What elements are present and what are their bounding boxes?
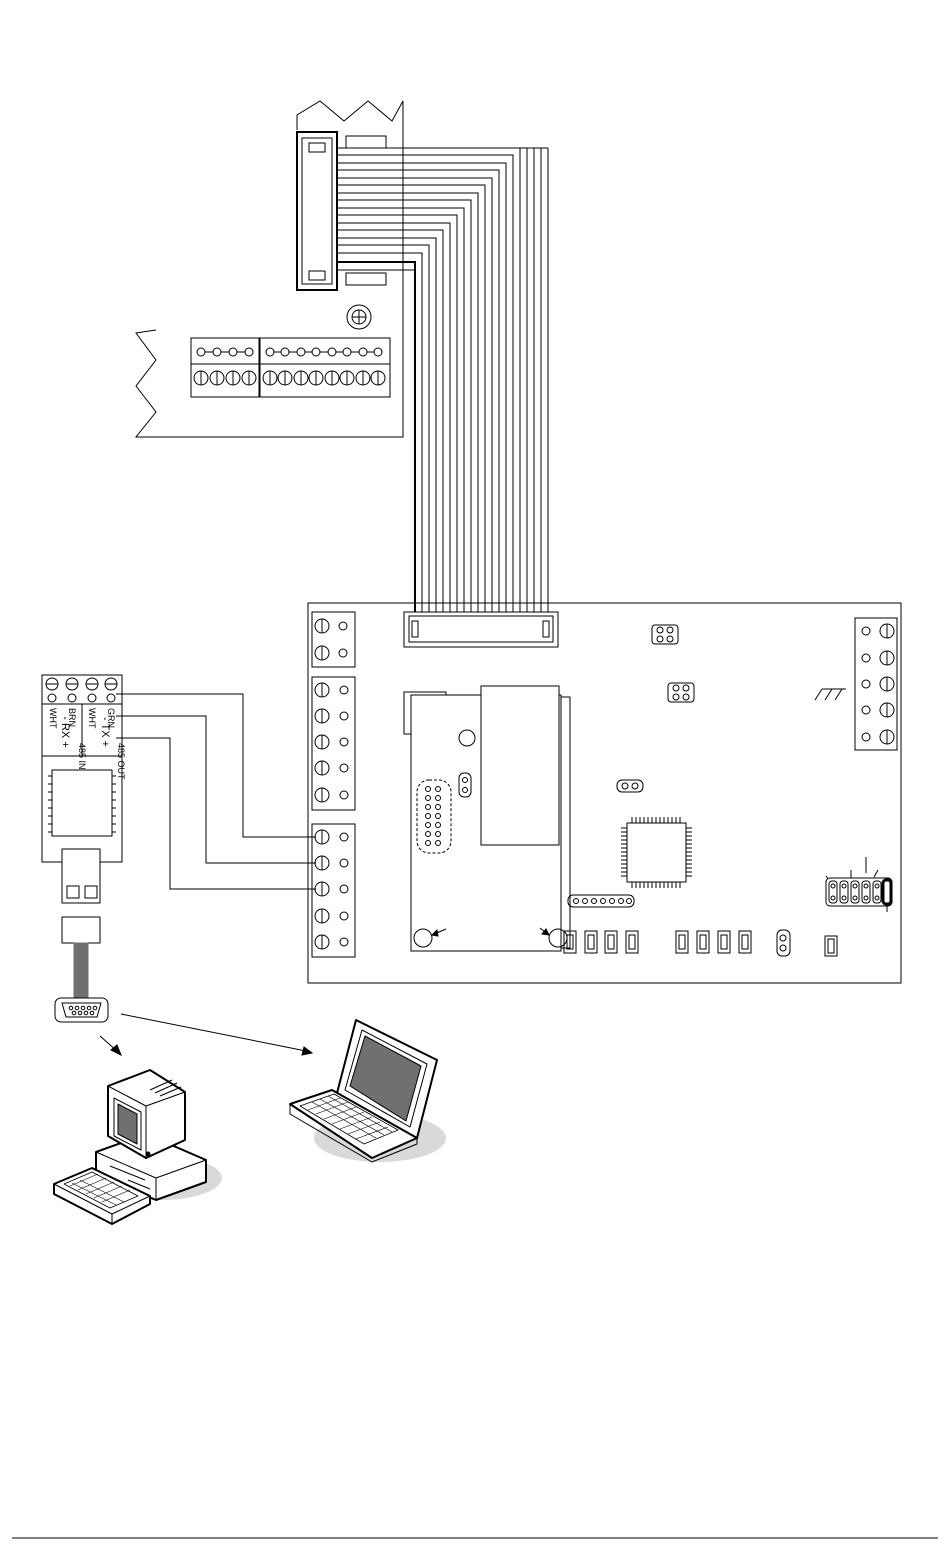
daughter-board-module — [404, 686, 570, 951]
header-connector-top — [297, 132, 386, 290]
mounting-hole-icon — [347, 305, 371, 329]
db9-serial-connector-icon — [55, 998, 108, 1022]
connection-arrows — [100, 1014, 312, 1055]
dip-pin-header — [826, 857, 892, 912]
jumper-block — [617, 625, 790, 956]
terminal-block-icon — [191, 338, 390, 397]
component-row — [564, 931, 837, 956]
ground-symbol-icon — [815, 689, 846, 700]
wire-color-label: WHT — [87, 708, 97, 729]
microcontroller-chip-icon — [621, 817, 692, 888]
port-label-in: 485 IN — [77, 743, 87, 770]
signal-label-rx: - RX + — [59, 716, 71, 747]
wire-color-label: WHT — [48, 708, 58, 729]
usb-connector-icon — [62, 849, 100, 999]
port-label-out: 485 OUT — [116, 743, 126, 780]
pin-header — [568, 895, 634, 907]
rs485-wiring — [116, 694, 316, 889]
desktop-computer-icon — [54, 1070, 222, 1224]
signal-label-tx: - TX + — [99, 717, 111, 747]
laptop-computer-icon — [290, 1020, 446, 1162]
terminal-block-icon — [855, 618, 897, 750]
main-control-board — [308, 603, 901, 983]
terminal-block-icon — [312, 612, 355, 957]
